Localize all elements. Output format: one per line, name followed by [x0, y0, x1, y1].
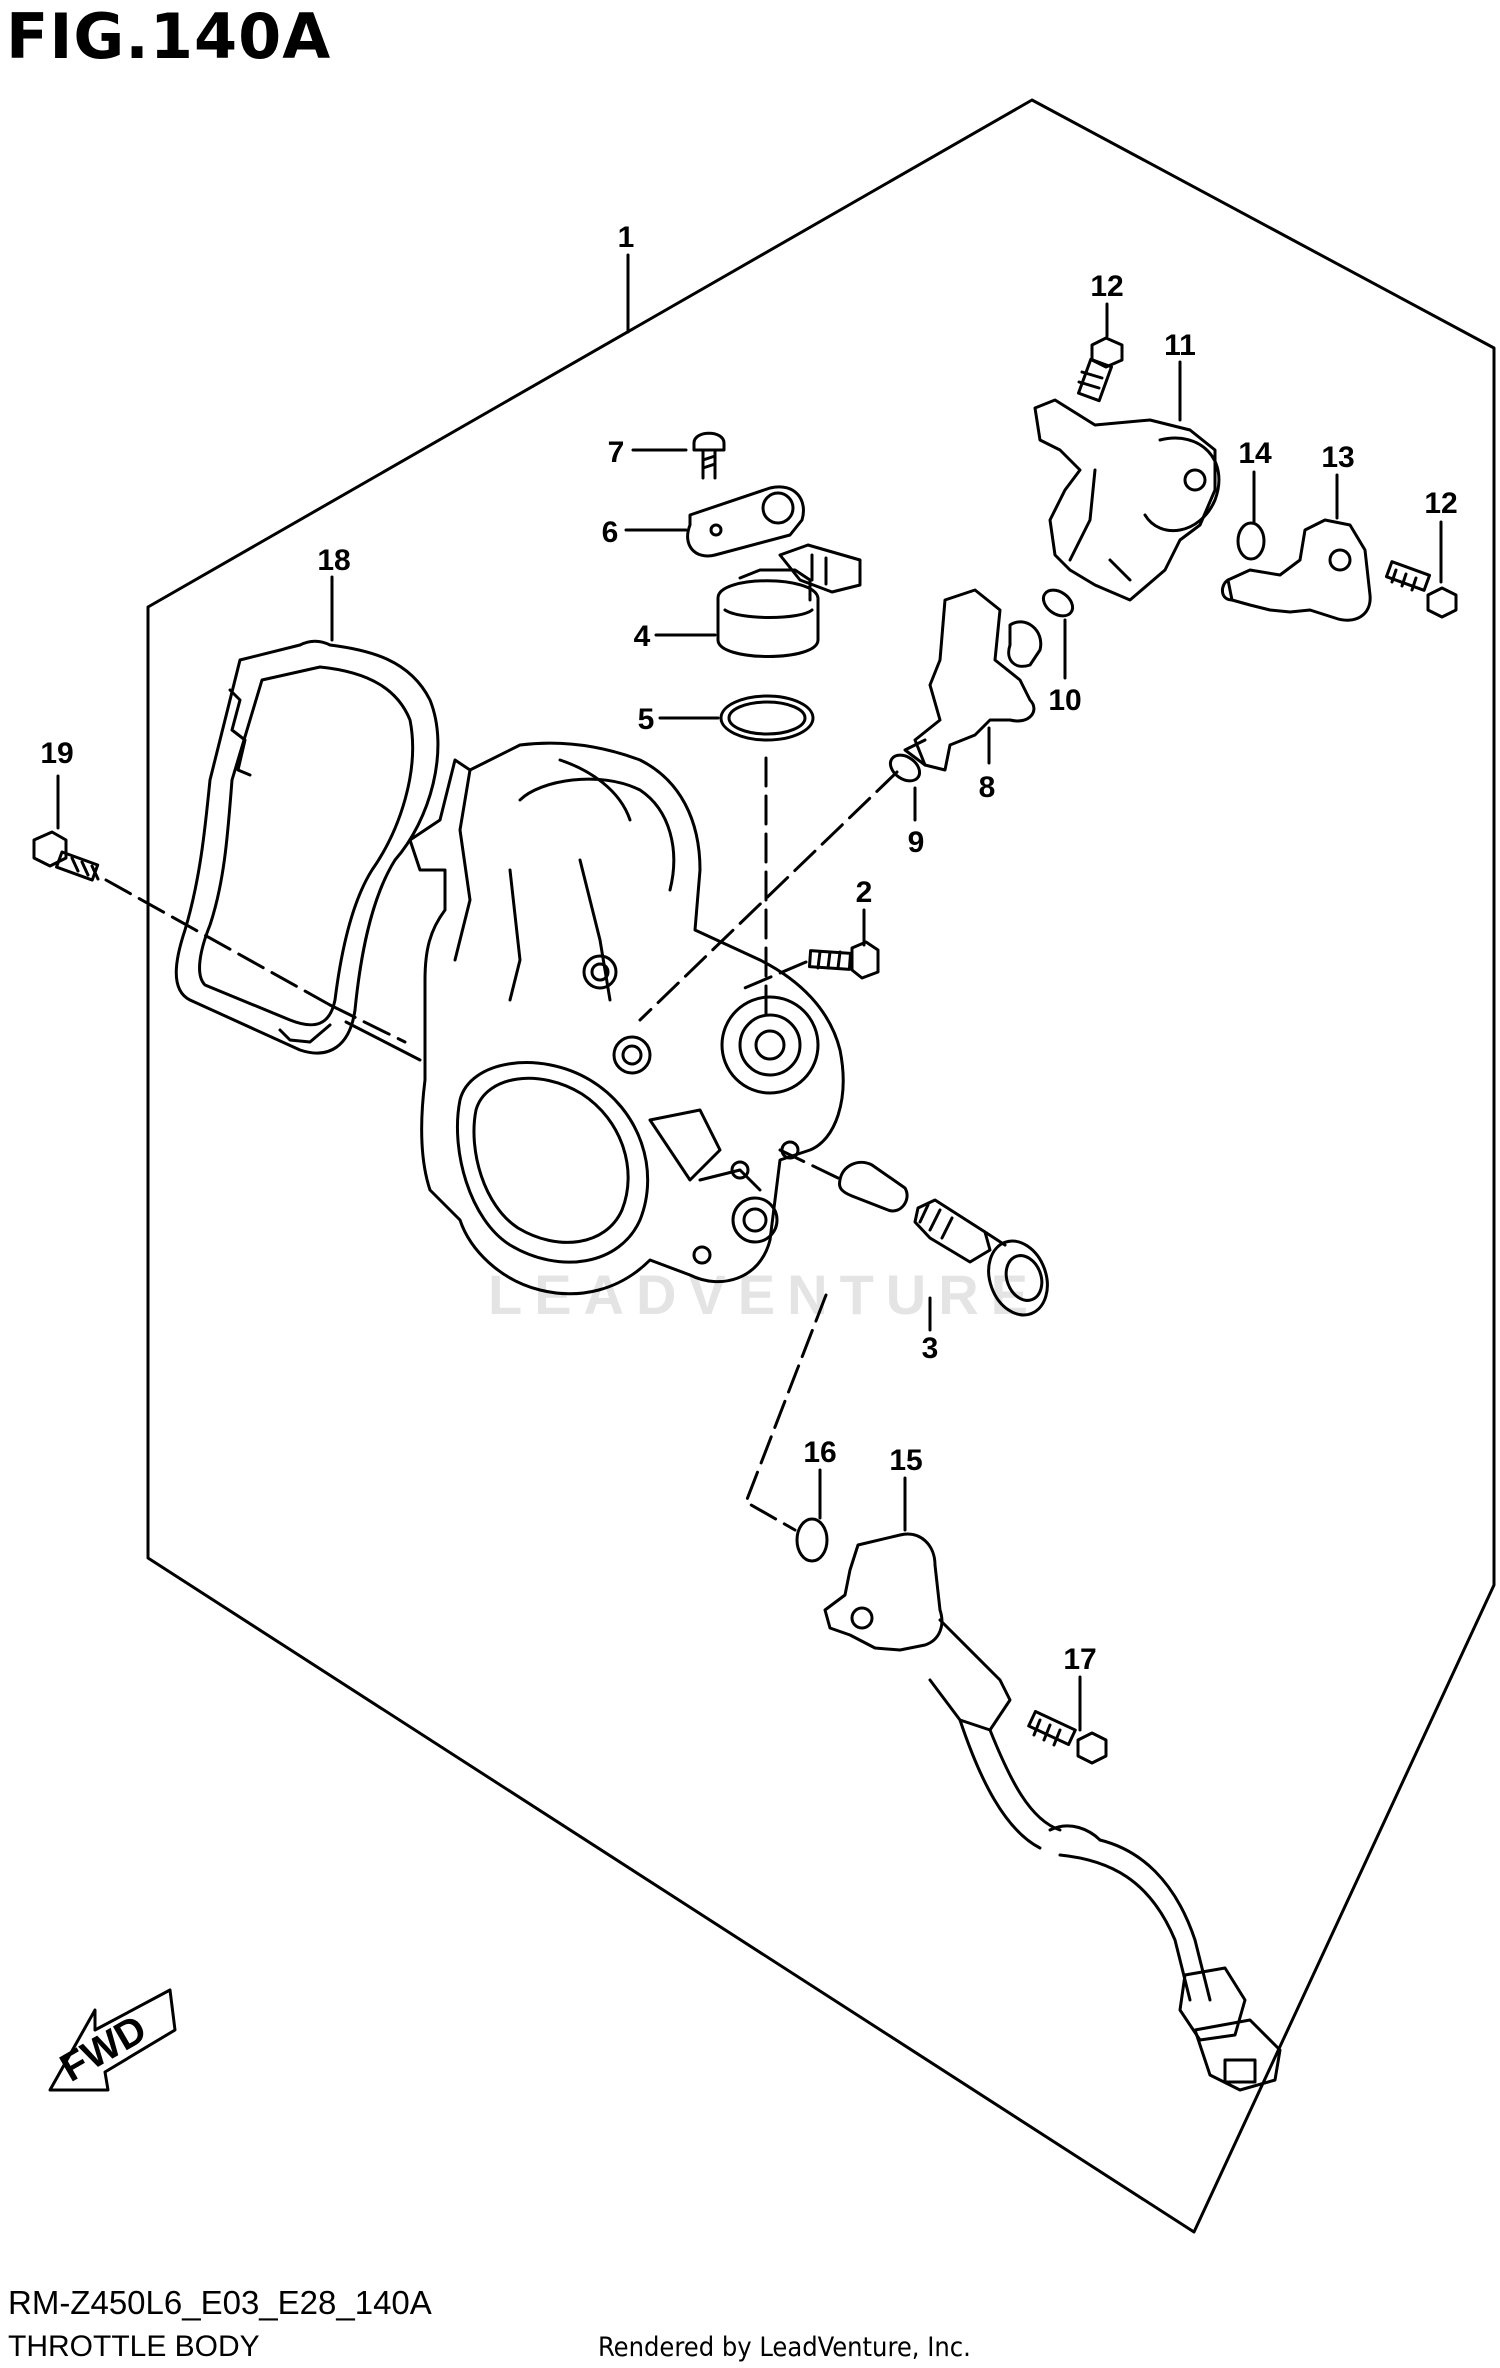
model-code: RM-Z450L6_E03_E28_140A: [8, 2284, 432, 2321]
callout-5: 5: [638, 703, 655, 736]
injector-8-part: [903, 588, 1043, 772]
assembly-outline: [146, 98, 1496, 2234]
section-name: THROTTLE BODY: [8, 2330, 260, 2363]
callout-6: 6: [602, 516, 619, 549]
sensor-15-part: [823, 1532, 1282, 2092]
callout-12-right: 12: [1424, 487, 1457, 520]
callout-2: 2: [856, 876, 873, 909]
callout-15: 15: [889, 1444, 922, 1477]
callout-3: 3: [922, 1332, 939, 1365]
callout-12-upper: 12: [1090, 270, 1123, 303]
o-ring-14-part: [1236, 521, 1266, 561]
fwd-arrow-icon: FWD: [48, 1988, 177, 2092]
sensor-13-part: [1221, 518, 1372, 622]
bolt-19-part: [32, 830, 100, 882]
callout-14: 14: [1238, 437, 1272, 470]
bolt-17-part: [1027, 1709, 1108, 1765]
figure-title: FIG.140A: [6, 0, 332, 73]
o-ring-9-part: [888, 753, 922, 783]
callout-9: 9: [908, 826, 925, 859]
throttle-body-part: [408, 741, 845, 1296]
callout-1: 1: [618, 221, 635, 254]
callout-19: 19: [40, 737, 73, 770]
o-ring-16-part: [795, 1517, 829, 1563]
callout-13: 13: [1321, 441, 1354, 474]
plate-6-part: [686, 485, 805, 558]
bolt-12-right-part: [1384, 560, 1458, 619]
adjuster-3-part: [838, 1160, 1049, 1317]
callout-7: 7: [608, 436, 625, 469]
callout-10: 10: [1048, 684, 1081, 717]
callout-17: 17: [1063, 1643, 1096, 1676]
screw-7-part: [692, 431, 726, 480]
callout-11: 11: [1164, 329, 1196, 362]
callout-18: 18: [317, 544, 350, 577]
sensor-4-part: [716, 543, 862, 658]
bracket-11-part: [1033, 398, 1221, 602]
o-ring-5-part: [719, 694, 815, 742]
bolt-2-part: [807, 940, 880, 980]
callout-8: 8: [979, 771, 996, 804]
render-credit: Rendered by LeadVenture, Inc.: [598, 2332, 971, 2363]
callout-4: 4: [634, 620, 651, 653]
o-ring-10-part: [1041, 588, 1075, 618]
bolt-12-upper-part: [1077, 336, 1124, 403]
gasket-part: [174, 639, 440, 1055]
callout-16: 16: [803, 1436, 836, 1469]
